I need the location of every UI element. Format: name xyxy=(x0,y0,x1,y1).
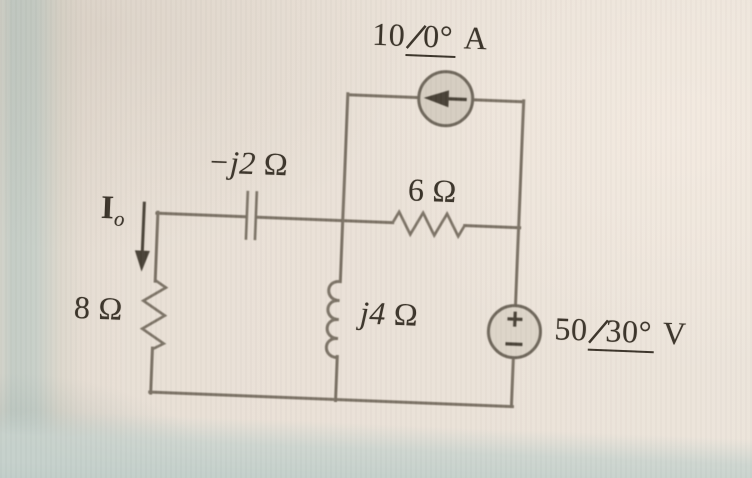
inductor-ohm: Ω xyxy=(393,295,419,333)
voltage-source-magnitude: 50 xyxy=(553,310,589,348)
voltage-source-unit: V xyxy=(662,314,688,352)
output-current-label: Io xyxy=(100,190,126,231)
angle-symbol-icon xyxy=(588,319,609,344)
plus-sign-horizontal xyxy=(507,317,523,322)
wire-left-upper xyxy=(153,210,160,283)
current-source-label: 10 0°A xyxy=(371,15,489,60)
inductor-impedance: j4 xyxy=(359,294,387,332)
current-source-unit: A xyxy=(463,19,489,57)
output-current-subscript: o xyxy=(113,206,126,231)
capacitor-plate-right xyxy=(253,191,259,241)
wire-middle-right xyxy=(463,223,522,230)
voltage-source-symbol xyxy=(486,304,542,360)
inductor-coil xyxy=(324,280,341,360)
voltage-source-label: 50 30°V xyxy=(553,310,688,354)
wire-left-lower xyxy=(149,346,155,395)
io-arrow-head xyxy=(134,250,150,272)
io-arrow-shaft xyxy=(140,201,146,254)
wire-bottom xyxy=(148,390,514,409)
resistor-6-ohm: Ω xyxy=(431,172,458,210)
resistor-6-value: 6 xyxy=(407,171,426,208)
voltage-source-angle: 30° xyxy=(604,312,653,351)
angle-symbol-icon xyxy=(405,25,427,49)
capacitor-symbol xyxy=(244,190,259,241)
current-source-angle: 0° xyxy=(422,17,454,55)
resistor-6-zigzag xyxy=(391,209,466,240)
capacitor-impedance: −j2 xyxy=(207,143,257,182)
wire-middle-center xyxy=(255,215,395,225)
current-source-symbol xyxy=(417,70,475,128)
resistor-8-value: 8 xyxy=(73,288,92,326)
capacitor-plate-left xyxy=(244,190,250,240)
io-current-arrow xyxy=(134,201,150,272)
current-source-arrow-head xyxy=(423,90,450,108)
wire-right xyxy=(509,99,526,409)
minus-sign xyxy=(505,342,523,347)
capacitor-ohm: Ω xyxy=(263,145,289,183)
resistor-8-ohm: Ω xyxy=(97,289,124,327)
voltage-source-circle xyxy=(486,304,542,360)
resistor-8-zigzag xyxy=(139,279,169,351)
wire-middle-left xyxy=(155,211,248,219)
wire-center-vertical-upper xyxy=(338,92,350,284)
wire-center-vertical-lower xyxy=(333,354,339,403)
current-source-magnitude: 10 xyxy=(371,15,406,53)
